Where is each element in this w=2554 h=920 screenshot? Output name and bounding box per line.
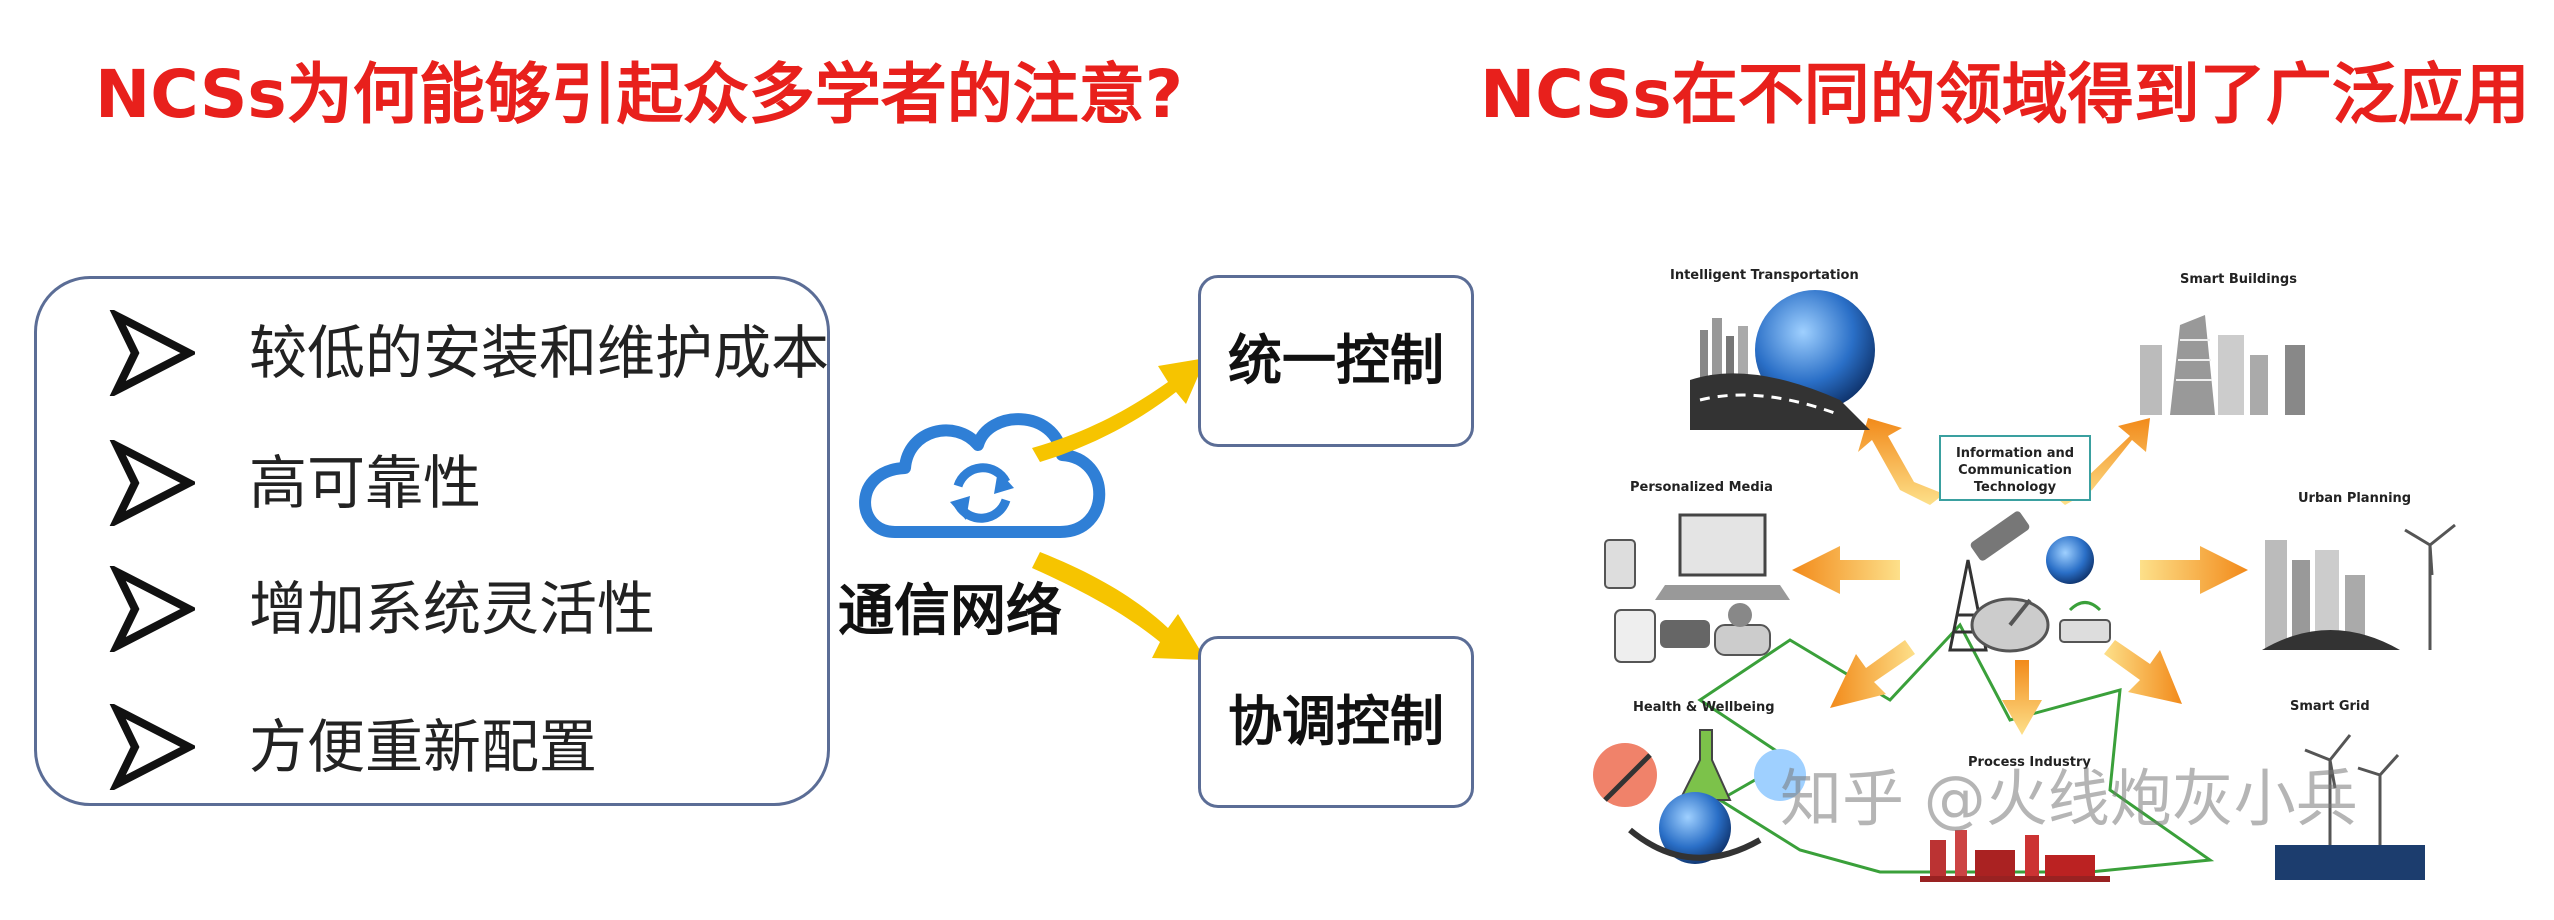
- triangle-bullet-icon: [109, 566, 195, 652]
- feature-text: 方便重新配置: [249, 713, 598, 781]
- arrow-to-unified-control: [1032, 358, 1206, 462]
- ict-devices-illustration: [1948, 511, 2111, 653]
- feature-text: 增加系统灵活性: [249, 575, 656, 643]
- arrow-to-intelligent-transportation: [1858, 418, 1944, 505]
- urban-planning-label: Urban Planning: [2298, 491, 2411, 506]
- triangle-bullet-icon: [109, 440, 195, 526]
- arrow-to-process-industry: [2002, 660, 2042, 735]
- process-industry-label: Process Industry: [1968, 755, 2091, 770]
- arrow-to-personalized-media: [1792, 546, 1900, 594]
- ict-label-box: [1939, 435, 2091, 501]
- coordinated-control-box: 协调控制: [1198, 636, 1474, 808]
- health-wellbeing-illustration: [1593, 729, 1806, 864]
- network-label: 通信网络: [838, 579, 1062, 644]
- arrow-to-coordinated-control: [1032, 552, 1206, 660]
- coordinated-control-label: 协调控制: [1228, 690, 1444, 753]
- arrow-to-smart-grid: [2104, 640, 2182, 704]
- process-industry-illustration: [1920, 830, 2110, 882]
- feature-text: 高可靠性: [249, 449, 482, 517]
- feature-item: 较低的安装和维护成本: [109, 305, 829, 401]
- feature-item: 方便重新配置: [109, 699, 597, 795]
- health-wellbeing-label: Health & Wellbeing: [1633, 700, 1775, 715]
- arrow-to-urban-planning: [2140, 546, 2248, 594]
- smart-grid-illustration: [2275, 734, 2425, 880]
- urban-planning-illustration: [2262, 523, 2456, 650]
- feature-item: 增加系统灵活性: [109, 561, 655, 657]
- intelligent-transportation-label: Intelligent Transportation: [1670, 268, 1859, 283]
- smart-grid-label: Smart Grid: [2290, 699, 2370, 714]
- watermark: 知乎 @火线炮灰小兵: [1780, 762, 2358, 835]
- unified-control-label: 统一控制: [1228, 329, 1444, 392]
- left-title: NCSs为何能够引起众多学者的注意?: [95, 56, 1184, 133]
- ict-line-2: Communication: [1958, 463, 2072, 478]
- triangle-bullet-icon: [109, 704, 195, 790]
- right-title: NCSs在不同的领域得到了广泛应用: [1480, 56, 2530, 133]
- personalized-media-label: Personalized Media: [1630, 480, 1773, 495]
- arrow-to-health-wellbeing: [1830, 640, 1915, 708]
- feature-list-box: 较低的安装和维护成本 高可靠性 增加系统灵活性 方便重新配置: [34, 276, 830, 806]
- feature-text: 较低的安装和维护成本: [249, 319, 830, 387]
- intelligent-transportation-illustration: [1690, 290, 1875, 430]
- smart-buildings-label: Smart Buildings: [2180, 272, 2297, 287]
- unified-control-box: 统一控制: [1198, 275, 1474, 447]
- ict-line-1: Information and: [1956, 446, 2074, 461]
- smart-buildings-illustration: [2140, 315, 2305, 415]
- feature-item: 高可靠性: [109, 435, 481, 531]
- triangle-bullet-icon: [109, 310, 195, 396]
- personalized-media-illustration: [1604, 513, 1790, 663]
- ict-line-3: Technology: [1974, 480, 2057, 495]
